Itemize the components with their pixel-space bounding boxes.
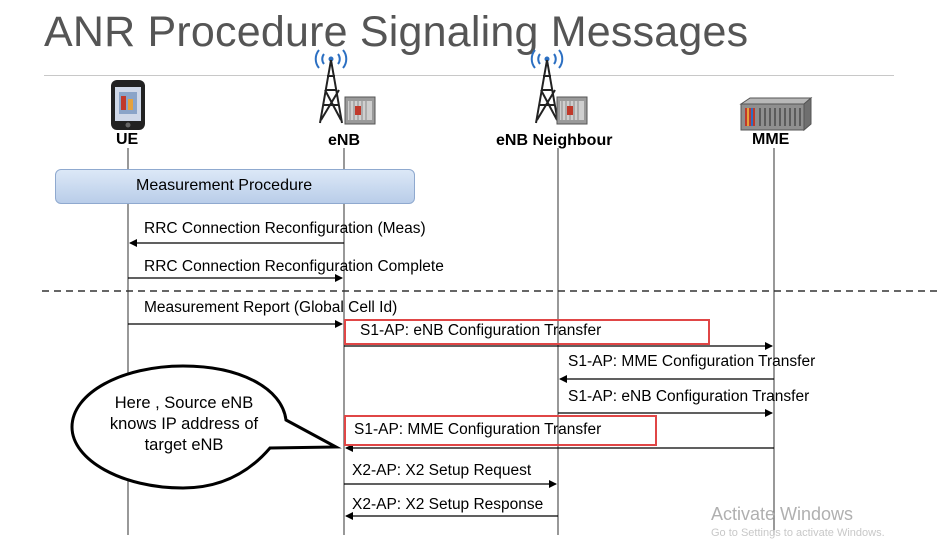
msg-x2-setup-resp: X2-AP: X2 Setup Response	[352, 496, 544, 513]
msg-rrc-reconf-complete: RRC Connection Reconfiguration Complete	[144, 258, 444, 275]
cell-tower-icon	[314, 49, 348, 124]
activate-windows-watermark: Activate Windows	[711, 504, 854, 524]
activate-windows-subtext: Go to Settings to activate Windows.	[711, 527, 885, 539]
callout-bubble	[70, 364, 342, 490]
ue-label: UE	[116, 131, 139, 148]
title-underline	[44, 75, 894, 76]
base-station-icon	[344, 96, 376, 125]
msg-s1-enb-conf-2: S1-AP: eNB Configuration Transfer	[568, 388, 810, 405]
measurement-procedure-box	[55, 169, 415, 204]
msg-s1-mme-conf-1: S1-AP: MME Configuration Transfer	[568, 353, 816, 370]
enb-label: eNB	[328, 132, 361, 149]
msg-meas-report: Measurement Report (Global Cell Id)	[144, 299, 398, 316]
cell-tower-icon	[530, 49, 564, 124]
msg-x2-setup-req: X2-AP: X2 Setup Request	[352, 462, 532, 479]
msg-s1-enb-conf-1: S1-AP: eNB Configuration Transfer	[360, 322, 602, 339]
page-title: ANR Procedure Signaling Messages	[44, 8, 749, 56]
server-icon	[739, 96, 813, 132]
phone-icon	[111, 80, 145, 130]
measurement-procedure-label: Measurement Procedure	[136, 177, 313, 194]
highlight-box-s1-enb-conf	[344, 319, 710, 345]
mme-label: MME	[752, 131, 790, 148]
msg-rrc-reconf: RRC Connection Reconfiguration (Meas)	[144, 220, 426, 237]
highlight-box-s1-mme-conf	[344, 415, 657, 446]
callout-text: Here , Source eNB knows IP address of ta…	[109, 394, 259, 454]
enb-neighbour-label: eNB Neighbour	[496, 132, 613, 149]
msg-s1-mme-conf-2: S1-AP: MME Configuration Transfer	[354, 421, 602, 438]
base-station-icon	[556, 96, 588, 125]
